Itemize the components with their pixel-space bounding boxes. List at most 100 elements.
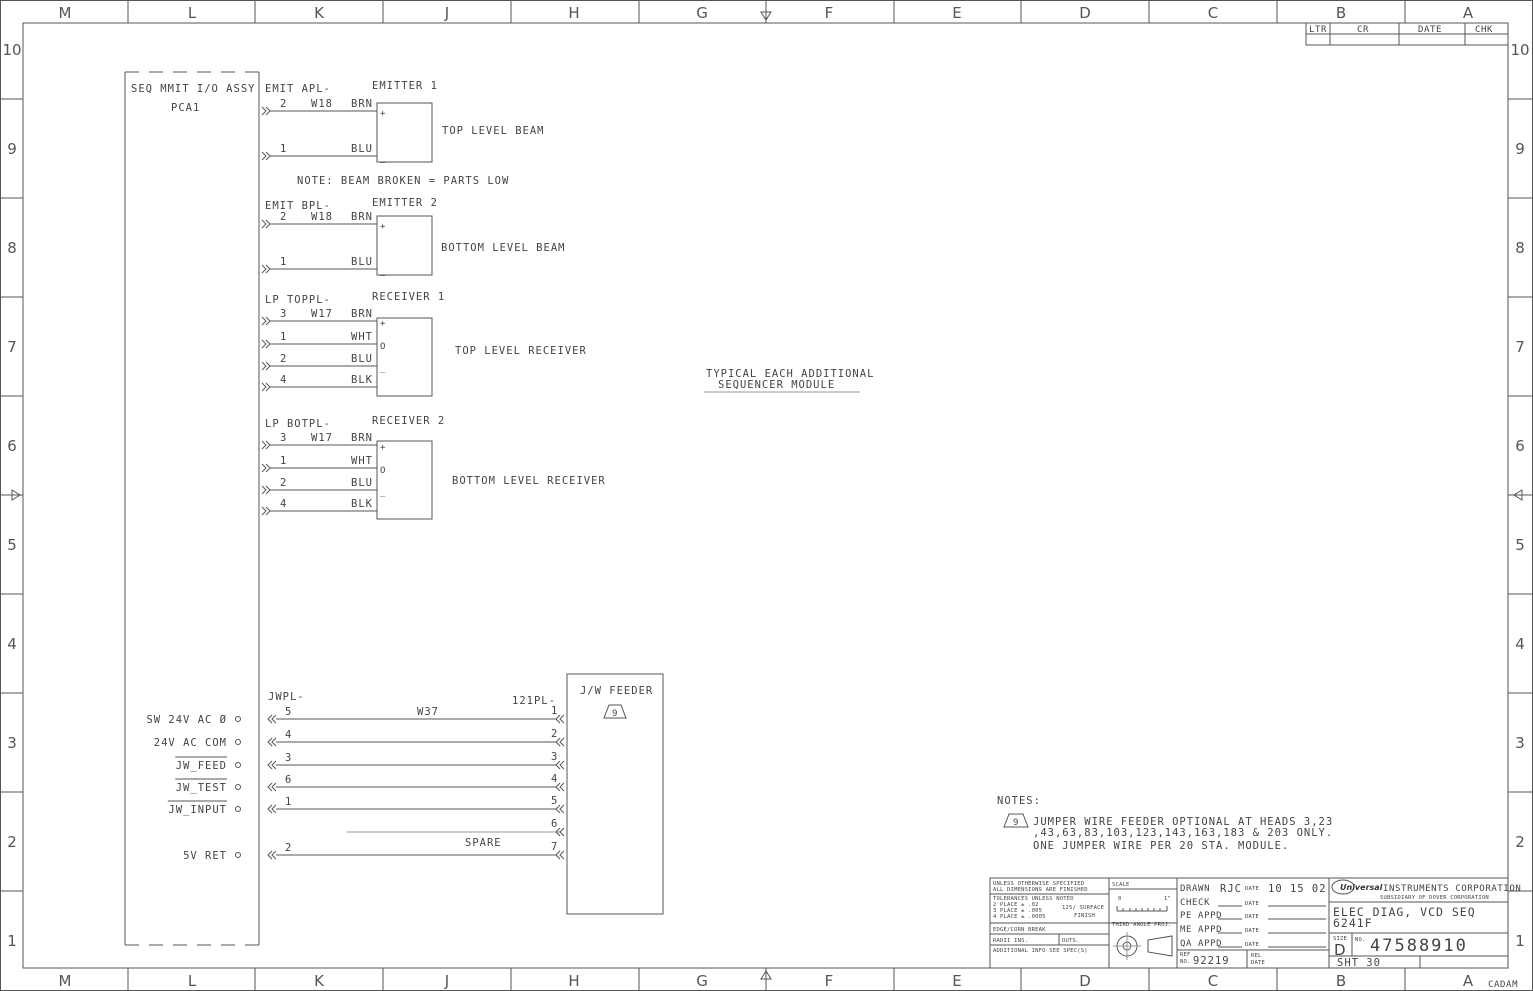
- connector-arrow-icon: [261, 506, 271, 516]
- sensor-pin-symbol: +: [380, 443, 386, 453]
- jw-feeder-box: [566, 673, 664, 915]
- zone-bottom-c: C: [1208, 972, 1218, 990]
- zone-left-6: 6: [7, 437, 17, 455]
- sensor-cable: W17: [311, 432, 333, 444]
- notes-block: NOTES: 9 JUMPER WIRE FEEDER OPTIONAL AT …: [997, 795, 1333, 852]
- zone-top-f: F: [825, 4, 834, 22]
- zone-bottom-m: M: [59, 972, 72, 990]
- tb-tol-2: 2 PLACE ± .02: [993, 902, 1039, 908]
- terminal-icon: [235, 762, 241, 768]
- zone-bottom-k: K: [314, 972, 325, 990]
- approval-check: CHECK: [1180, 898, 1210, 908]
- feeder-left-arrow-icon: [267, 850, 277, 860]
- sensor-label: TOP LEVEL BEAM: [442, 125, 545, 137]
- zone-left-3: 3: [7, 734, 17, 752]
- feeder-right-pin: 3: [551, 751, 558, 763]
- feeder-right-pin: 6: [551, 818, 558, 830]
- center-note-line1: TYPICAL EACH ADDITIONAL: [706, 368, 874, 380]
- tb-rel-label: REL: [1251, 953, 1262, 959]
- tb-size-label: SIZE: [1333, 936, 1347, 942]
- zone-top-m: M: [59, 4, 72, 22]
- rev-date-header: DATE: [1418, 25, 1442, 35]
- feeder-signal-name: 24V AC COM: [154, 737, 227, 749]
- sensor-wire-color: BLK: [351, 498, 373, 510]
- terminal-icon: [235, 806, 241, 812]
- zone-bottom-e: E: [952, 972, 961, 990]
- feeder-signal-name: SW 24V AC Ø: [146, 714, 227, 726]
- tb-ref-no: 92219: [1193, 955, 1230, 967]
- sensor-pin-number: 3: [280, 432, 287, 444]
- sensor-wire-color: BLU: [351, 256, 373, 268]
- feeder-cable: W37: [417, 706, 439, 718]
- sensor-connector: EMIT APL-: [265, 83, 331, 95]
- approval-date-label: DATE: [1245, 928, 1259, 934]
- sensor-pin-symbol: +: [380, 222, 386, 232]
- tb-tol-1: TOLERANCES UNLESS NOTED: [993, 896, 1074, 902]
- feeder-flag-number: 9: [612, 709, 618, 719]
- sensor-pin-number: 3: [280, 308, 287, 320]
- note-line-1: JUMPER WIRE FEEDER OPTIONAL AT HEADS 3,2…: [1033, 816, 1333, 828]
- note-flag-number: 9: [1013, 818, 1019, 828]
- tb-scale-zero: 0: [1118, 896, 1122, 902]
- tb-title-1: ELEC DIAG, VCD SEQ: [1333, 905, 1476, 919]
- tb-size: D: [1334, 941, 1346, 959]
- feeder-signal-name: 5V RET: [183, 850, 227, 862]
- tb-edge: EDGE/CORN BREAK: [993, 927, 1046, 933]
- terminal-icon: [235, 852, 241, 858]
- feeder-left-pin: 2: [285, 842, 292, 854]
- tb-drawn-date-label: DATE: [1245, 886, 1259, 892]
- sensor-pin-symbol: _: [380, 364, 386, 374]
- zone-top-a: A: [1463, 4, 1474, 22]
- zone-bottom-g: G: [696, 972, 708, 990]
- zone-right-1: 1: [1515, 932, 1525, 950]
- tb-outs: OUTS.: [1062, 938, 1080, 944]
- center-note: TYPICAL EACH ADDITIONAL SEQUENCER MODULE: [704, 368, 874, 393]
- tb-doc-number: 47588910: [1370, 936, 1468, 956]
- approval-qa_appd: QA APPD: [1180, 939, 1222, 949]
- tb-unless-2: ALL DIMENSIONS ARE FINISHED: [993, 887, 1088, 893]
- zone-right-9: 9: [1515, 140, 1525, 158]
- sensor-pin-symbol: _: [380, 154, 386, 164]
- sensor-pin-number: 4: [280, 498, 287, 510]
- tb-title-2: 6241F: [1333, 916, 1373, 930]
- zone-left-9: 9: [7, 140, 17, 158]
- sensor-connector: EMIT BPL-: [265, 200, 331, 212]
- tb-rel-date: DATE: [1251, 960, 1265, 966]
- sensor-pin-number: 1: [280, 256, 287, 268]
- tb-unless-1: UNLESS OTHERWISE SPECIFIED: [993, 881, 1084, 887]
- notes-heading: NOTES:: [997, 795, 1041, 807]
- sensor-device-box: [376, 317, 433, 397]
- zone-bottom-f: F: [825, 972, 834, 990]
- sensor-pin-number: 2: [280, 211, 287, 223]
- sensor-device: EMITTER 1: [372, 80, 438, 92]
- tb-no-label: NO.: [1180, 959, 1191, 965]
- sensor-pin-number: 2: [280, 477, 287, 489]
- sensor-pin-symbol: +: [380, 109, 386, 119]
- center-arrow-bottom-icon: [760, 970, 772, 983]
- zone-bottom-j: J: [444, 972, 449, 990]
- sensor-pin-symbol: +: [380, 319, 386, 329]
- approval-pe_appd: PE APPD: [1180, 911, 1222, 921]
- center-arrow-top-icon: [760, 8, 772, 21]
- zone-top-b: B: [1336, 4, 1346, 22]
- zone-left-2: 2: [7, 833, 17, 851]
- tb-radii: RADII INS.: [993, 938, 1028, 944]
- tb-sheet: SHT 30: [1337, 957, 1381, 969]
- sensor-pin-number: 1: [280, 143, 287, 155]
- zone-left-5: 5: [7, 536, 17, 554]
- zone-right-2: 2: [1515, 833, 1525, 851]
- sensor-pin-symbol: O: [380, 342, 386, 352]
- tb-scale-one: 1": [1164, 896, 1171, 902]
- tb-scale-label: SCALE: [1112, 882, 1130, 888]
- note-flag-icon: [1003, 813, 1029, 828]
- sensor-label: BOTTOM LEVEL RECEIVER: [452, 475, 606, 487]
- zone-right-3: 3: [1515, 734, 1525, 752]
- zone-top-c: C: [1208, 4, 1218, 22]
